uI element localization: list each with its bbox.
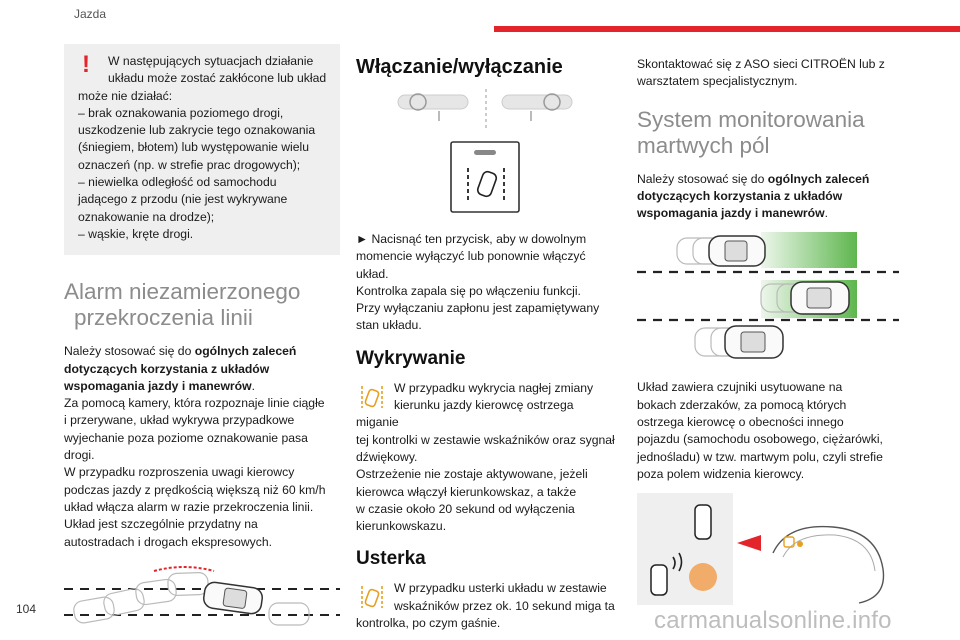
bsm-line: poza polem widzenia kierowcy. — [637, 466, 805, 481]
header-section: Jazda — [74, 7, 107, 21]
warning-line: W następujących sytuacjach działanie — [108, 54, 314, 68]
steering-wheel-icon — [409, 93, 427, 111]
onoff-body: ► Nacisnąć ten przycisk, aby w dowolnym … — [356, 231, 618, 335]
lane-alarm-title: Alarm niezamierzonego przekroczenia lini… — [64, 279, 340, 331]
warning-line: – wąskie, kręte drogi. — [78, 226, 194, 241]
fault-line: W przypadku usterki układu w zestawie — [394, 581, 607, 596]
car-icon — [724, 325, 784, 360]
warning-lead: ! W następujących sytuacjach działanie u… — [78, 53, 328, 88]
onoff-line: Przy wyłączaniu zapłonu jest zapamiętywa… — [356, 301, 600, 316]
warning-lamp-icon — [689, 563, 717, 592]
detection-line: kierowca włączył kierunkowskaz, a także — [356, 484, 577, 499]
bsm-body: Układ zawiera czujniki usytuowane na bok… — [637, 379, 899, 483]
column-left: ! W następujących sytuacjach działanie u… — [64, 44, 340, 638]
detection-line: dźwiękowy. — [356, 449, 418, 464]
detection-line: w czasie około 20 sekund od wyłączenia — [356, 501, 575, 516]
bsm-title-line1: System monitorowania — [637, 106, 865, 132]
lane-assist-button-illustration[interactable] — [356, 140, 618, 216]
onoff-line: Kontrolka zapala się po włączeniu funkcj… — [356, 283, 581, 298]
contact-text: Skontaktować się z ASO sieci CITROËN lub… — [637, 56, 899, 91]
lane-alarm-intro-text: Należy stosować się do — [64, 344, 195, 359]
fault-line: wskaźników przez ok. 10 sekund miga ta — [394, 598, 615, 613]
warning-line: (śniegiem, błotem) lub występowanie wiel… — [78, 140, 309, 155]
warning-line: układu może zostać zakłócone lub układ — [108, 71, 327, 86]
warning-line: uszkodzenie lub zakrycie tego oznakowani… — [78, 123, 316, 138]
bsm-line: ostrzega kierowcę o obecności innego — [637, 415, 844, 430]
lane-alarm-line: Układ jest szczególnie przydatny na — [64, 517, 258, 532]
bsm-line: pojazdu (samochodu osobowego, ciężarówki… — [637, 432, 883, 447]
bsm-line: jednośladu) w tzw. martwym polu, czyli s… — [637, 449, 883, 464]
lane-car-icon — [476, 170, 498, 198]
lane-alarm-line: autostradach i drogach ekspresowych. — [64, 534, 272, 549]
lane-alarm-line: wyjechanie poza poziome oznakowanie pasa — [64, 430, 308, 445]
car-icon — [203, 581, 263, 615]
onoff-line: momencie wyłączyć lub ponownie włączyć — [356, 249, 586, 264]
lane-alarm-intro-end: . — [251, 378, 255, 393]
warning-line: – brak oznakowania poziomego drogi, — [78, 105, 284, 120]
detection-line: Ostrzeżenie nie zostaje aktywowane, jeże… — [356, 467, 588, 482]
fault-line: kontrolka, po czym gaśnie. — [356, 616, 501, 631]
lane-alarm-intro: Należy stosować się do ogólnych zaleceń … — [64, 343, 340, 395]
lane-alarm-line: układ włącza alarm w razie przekroczenia… — [64, 499, 314, 514]
warning-exclamation-icon: ! — [82, 51, 90, 78]
steering-switch-illustration — [397, 89, 573, 129]
bsm-line: bokach zderzaków, za pomocą których — [637, 397, 847, 412]
column-right: Skontaktować się z ASO sieci CITROËN lub… — [637, 44, 899, 610]
fault-body: W przypadku usterki układu w zestawie ws… — [356, 580, 618, 632]
lane-departure-illustration — [64, 565, 340, 626]
detection-line: kierunku jazdy kierowcę ostrzega miganie — [356, 398, 574, 430]
onoff-line: stan układu. — [356, 318, 422, 333]
lane-alarm-line: podczas jazdy z prędkością większą niż 6… — [64, 482, 326, 497]
bsm-intro-bold: ogólnych zaleceń dotyczących korzystania… — [637, 171, 870, 221]
header-accent-bar — [494, 26, 960, 32]
warning-line: – niewielka odległość od samochodu — [78, 175, 277, 190]
steering-wheel-icon — [543, 93, 561, 111]
bsm-intro: Należy stosować się do ogólnych zaleceń … — [637, 171, 899, 223]
lane-alarm-intro-bold: ogólnych zaleceń dotyczących korzystania… — [64, 344, 297, 393]
bsm-line: Układ zawiera czujniki usytuowane na — [637, 380, 843, 395]
bsm-intro-end: . — [824, 206, 828, 221]
bsm-title-line2: martwych pól — [637, 132, 770, 158]
warning-line: oznaczeń (np. w strefie prac drogowych); — [78, 157, 301, 172]
lane-alarm-line: drogi. — [64, 448, 95, 463]
column-middle: Włączanie/wyłączanie ► Nacisnąć ten przy… — [356, 44, 618, 632]
onoff-line: układ. — [356, 266, 389, 281]
warning-line: jadącego z przodu (nie jest wykrywane — [78, 192, 288, 207]
lane-alarm-line: Za pomocą kamery, która rozpoznaje linie… — [64, 396, 325, 411]
mirror-warning-illustration — [637, 493, 885, 606]
car-ghost-trail-icon — [73, 571, 310, 626]
lane-alarm-title-line1: Alarm niezamierzonego — [64, 279, 301, 305]
bsm-title: System monitorowania martwych pól — [637, 107, 899, 159]
car-top-icon — [694, 504, 712, 541]
lane-alarm-body: Za pomocą kamery, która rozpoznaje linie… — [64, 395, 340, 551]
detection-line: kierunkowskazu. — [356, 519, 447, 534]
lane-warning-lamp-icon — [361, 385, 383, 408]
detection-title: Wykrywanie — [356, 347, 466, 369]
warning-line: oznakowanie na drodze); — [78, 209, 215, 224]
lane-alarm-title-line2: przekroczenia linii — [74, 305, 253, 331]
warning-line: może nie działać: — [78, 88, 173, 103]
watermark: carmanualsonline.info — [654, 607, 892, 634]
detection-line: W przypadku wykrycia nagłej zmiany — [394, 380, 594, 395]
onoff-title: Włączanie/wyłączanie — [356, 56, 563, 78]
detection-line: tej kontrolki w zestawie wskaźników oraz… — [356, 432, 615, 447]
lane-alarm-line: i przerywane, układ wykrywa przypadkowe — [64, 413, 295, 428]
side-mirror-icon — [772, 526, 885, 604]
lane-alarm-line: W przypadku rozproszenia uwagi kierowcy — [64, 465, 295, 480]
bsm-intro-text: Należy stosować się do — [637, 171, 768, 186]
car-top-icon — [650, 564, 668, 597]
car-icon — [708, 235, 766, 268]
onoff-line: ► Nacisnąć ten przycisk, aby w dowolnym — [356, 232, 587, 246]
contact-line: Skontaktować się z ASO sieci CITROËN lub… — [637, 57, 885, 71]
contact-line: warsztatem specjalistycznym. — [637, 74, 798, 89]
car-icon — [790, 281, 850, 316]
page-number: 104 — [16, 602, 37, 616]
detection-body: W przypadku wykrycia nagłej zmiany kieru… — [356, 380, 618, 536]
warning-box: ! W następujących sytuacjach działanie u… — [64, 44, 340, 256]
fault-title: Usterka — [356, 548, 426, 570]
lane-warning-lamp-icon — [361, 586, 383, 609]
blind-spot-illustration — [637, 232, 899, 360]
